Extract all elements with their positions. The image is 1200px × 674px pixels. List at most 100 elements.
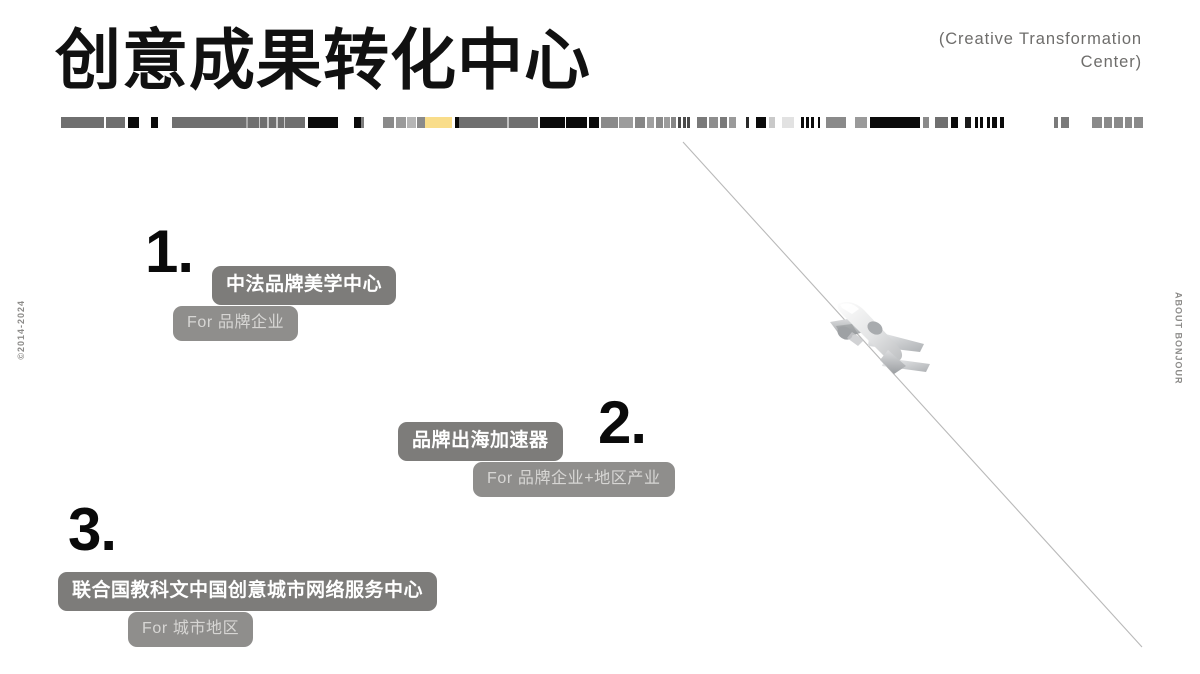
barcode-segment — [817, 117, 820, 128]
barcode-segment — [756, 117, 767, 128]
barcode-segment — [646, 117, 655, 128]
barcode-segment — [977, 117, 980, 128]
barcode-segment — [1112, 117, 1114, 128]
barcode-segment — [363, 117, 384, 128]
airplane-icon — [812, 288, 942, 380]
barcode-segment — [307, 117, 338, 128]
barcode-segment — [1124, 117, 1133, 128]
barcode-segment — [800, 117, 804, 128]
section-label-about-bonjour: ABOUT BONJOUR — [1174, 292, 1184, 385]
barcode-segment — [1103, 117, 1113, 128]
barcode-segment — [708, 117, 719, 128]
barcode-segment — [982, 117, 987, 128]
barcode-segment — [1092, 117, 1103, 128]
barcode-divider — [55, 117, 1143, 128]
barcode-segment — [669, 117, 672, 128]
barcode-segment — [746, 117, 749, 128]
barcode-segment — [728, 117, 736, 128]
barcode-segment — [285, 117, 306, 128]
barcode-segment — [662, 117, 665, 128]
plane-tail — [880, 350, 906, 374]
barcode-segment — [633, 117, 635, 128]
barcode-segment — [1003, 117, 1055, 128]
barcode-segment — [727, 117, 729, 128]
barcode-segment — [354, 117, 362, 128]
barcode-segment — [735, 117, 747, 128]
barcode-segment — [268, 117, 277, 128]
barcode-segment — [678, 117, 682, 128]
barcode-segment — [617, 117, 620, 128]
barcode-segment — [139, 117, 152, 128]
barcode-segment — [958, 117, 965, 128]
barcode-segment — [974, 117, 978, 128]
barcode-segment — [452, 117, 455, 128]
barcode-segment — [690, 117, 697, 128]
barcode-segment — [361, 117, 364, 128]
barcode-segment — [687, 117, 691, 128]
item-title-pill[interactable]: 联合国教科文中国创意城市网络服务中心 — [58, 572, 438, 611]
barcode-segment — [719, 117, 728, 128]
item-title-pill[interactable]: 中法品牌美学中心 — [212, 266, 397, 305]
barcode-segment — [104, 117, 106, 128]
barcode-segment — [383, 117, 395, 128]
barcode-segment — [855, 117, 868, 128]
barcode-segment — [600, 117, 618, 128]
barcode-segment — [394, 117, 396, 128]
barcode-segment — [417, 117, 425, 128]
barcode-segment — [803, 117, 807, 128]
item-audience-pill[interactable]: For 品牌企业+地区产业 — [473, 462, 675, 497]
item-audience-pill[interactable]: For 品牌企业 — [173, 306, 299, 341]
barcode-segment — [459, 117, 507, 128]
barcode-segment — [825, 117, 846, 128]
barcode-segment — [1132, 117, 1134, 128]
barcode-segment — [867, 117, 870, 128]
barcode-segment — [696, 117, 708, 128]
item-audience-pill[interactable]: For 城市地区 — [128, 612, 254, 647]
item-number: 1. — [145, 218, 194, 285]
barcode-segment — [934, 117, 949, 128]
barcode-segment — [707, 117, 709, 128]
barcode-segment — [598, 117, 601, 128]
barcode-segment — [920, 117, 924, 128]
item-number: 3. — [68, 496, 117, 563]
barcode-segment — [654, 117, 657, 128]
barcode-segment — [564, 117, 567, 128]
barcode-segment — [656, 117, 663, 128]
barcode-segment — [806, 117, 810, 128]
barcode-segment — [151, 117, 159, 128]
barcode-segment — [588, 117, 599, 128]
barcode-segment — [1057, 117, 1062, 128]
barcode-segment — [105, 117, 126, 128]
barcode-segment — [407, 117, 416, 128]
plane-fuselage — [837, 302, 903, 363]
item-title-pill[interactable]: 品牌出海加速器 — [398, 422, 563, 461]
barcode-segment — [158, 117, 173, 128]
item-number: 2. — [598, 389, 647, 456]
barcode-segment — [766, 117, 769, 128]
barcode-segment — [61, 117, 104, 128]
barcode-segment — [793, 117, 801, 128]
barcode-segment — [424, 117, 453, 128]
barcode-segment — [781, 117, 794, 128]
barcode-segment — [645, 117, 647, 128]
subtitle-line-1: (Creative Transformation — [938, 30, 1142, 48]
barcode-segment — [337, 117, 355, 128]
barcode-segment — [1102, 117, 1104, 128]
barcode-segment — [247, 117, 259, 128]
plane-engine-2 — [867, 321, 883, 335]
barcode-segment — [928, 117, 935, 128]
page-subtitle-english: (Creative Transformation Center) — [812, 28, 1142, 74]
barcode-segment — [748, 117, 757, 128]
barcode-segment — [923, 117, 929, 128]
barcode-segment — [587, 117, 589, 128]
barcode-segment — [245, 117, 248, 128]
barcode-segment — [619, 117, 634, 128]
barcode-segment — [681, 117, 683, 128]
barcode-segment — [664, 117, 670, 128]
barcode-segment — [506, 117, 510, 128]
barcode-segment — [986, 117, 990, 128]
barcode-segment — [1069, 117, 1093, 128]
barcode-segment — [774, 117, 782, 128]
barcode-segment — [996, 117, 1000, 128]
